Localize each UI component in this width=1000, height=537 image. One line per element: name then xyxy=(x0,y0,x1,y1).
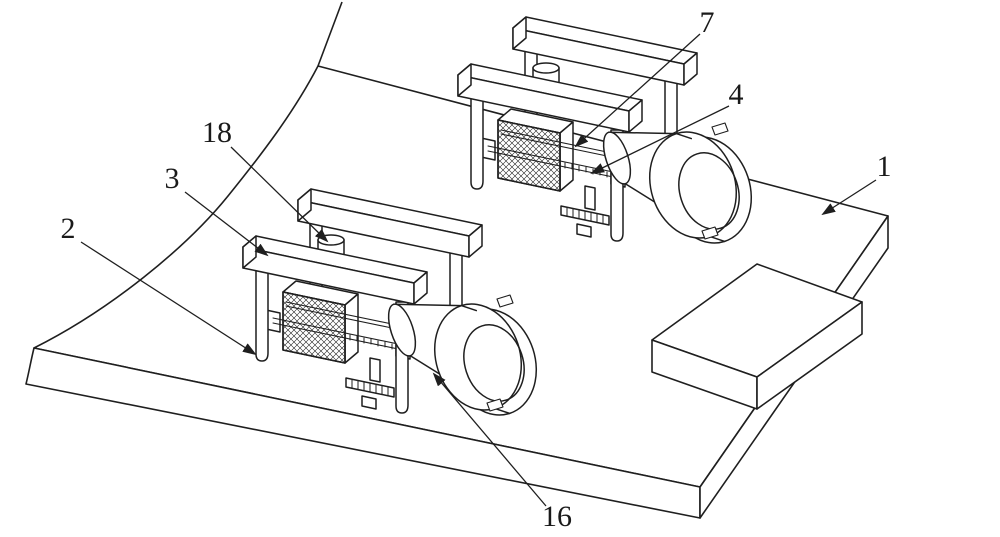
leader-line-1 xyxy=(821,179,877,216)
leader-line-7 xyxy=(574,33,701,148)
leader-line-16 xyxy=(432,372,547,507)
reference-labels: 7 4 1 18 3 2 16 xyxy=(61,6,892,533)
leader-line-3 xyxy=(184,191,269,257)
leader-lines xyxy=(80,33,877,507)
label-1: 1 xyxy=(877,150,892,183)
plate-front-face xyxy=(25,347,701,519)
leader-line-18 xyxy=(230,146,329,243)
leader-line-4 xyxy=(590,105,730,174)
label-7: 7 xyxy=(700,6,715,39)
label-3: 3 xyxy=(165,162,180,195)
label-4: 4 xyxy=(729,78,744,111)
reference-block xyxy=(651,263,863,410)
label-16: 16 xyxy=(542,500,572,533)
plate-broken-edge xyxy=(317,1,343,67)
leader-line-2 xyxy=(80,241,257,356)
label-2: 2 xyxy=(61,212,76,245)
label-18: 18 xyxy=(202,116,232,149)
